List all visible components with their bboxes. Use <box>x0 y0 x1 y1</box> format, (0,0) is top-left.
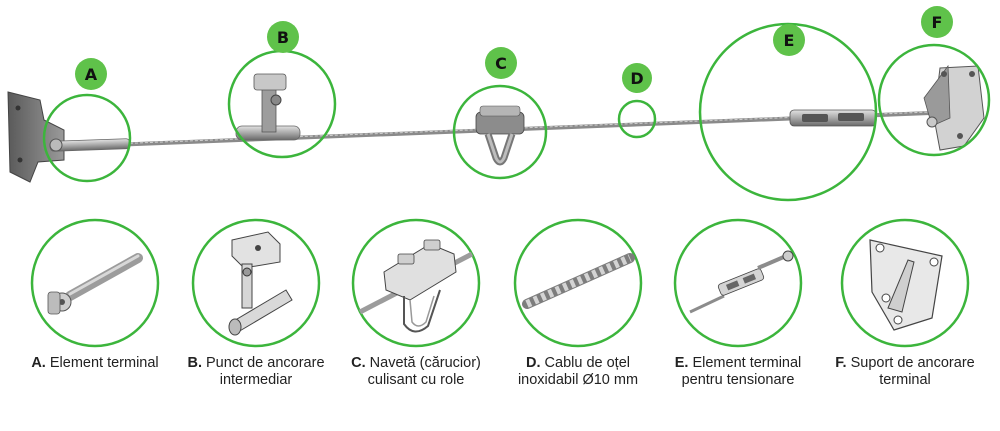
caption-c-letter: C. <box>351 355 366 371</box>
caption-d-text: Cablu de oțel inoxidabil Ø10 mm <box>517 355 639 388</box>
badge-d: D <box>622 63 652 93</box>
badge-e: E <box>773 24 805 56</box>
badge-f-label: F <box>932 13 943 32</box>
caption-e: E. Element terminal pentru tensionare <box>663 355 813 389</box>
badge-e-label: E <box>784 31 795 50</box>
callout-ring-f <box>877 43 991 157</box>
badge-d-label: D <box>630 69 643 88</box>
detail-shuttle <box>351 218 481 348</box>
detail-steel-cable <box>513 218 643 348</box>
caption-d: D. Cablu de oțel inoxidabil Ø10 mm <box>503 355 653 389</box>
top-assembly: A B C D E F <box>7 6 991 202</box>
callout-ring-e <box>698 22 878 202</box>
caption-f-text: Suport de ancorare terminal <box>850 355 975 388</box>
badge-c-label: C <box>495 54 507 73</box>
caption-e-letter: E. <box>674 355 689 371</box>
badge-a: A <box>75 58 107 90</box>
caption-f: F. Suport de ancorare terminal <box>830 355 980 389</box>
badge-f: F <box>921 6 953 38</box>
right-wall-bracket <box>923 64 985 151</box>
caption-e-text: Element terminal pentru tensionare <box>681 355 802 388</box>
detail-turnbuckle <box>673 218 803 348</box>
badge-a-label: A <box>85 65 98 84</box>
detail-intermediate-anchor <box>191 218 321 348</box>
callout-ring-d <box>617 99 657 139</box>
detail-terminal-element <box>30 218 160 348</box>
caption-c-text: Navetă (cărucior) culisant cu role <box>367 355 481 388</box>
caption-a: A. Element terminal <box>20 355 170 372</box>
callout-ring-b <box>227 49 337 159</box>
caption-d-letter: D. <box>526 355 541 371</box>
detail-circles <box>30 218 970 348</box>
caption-a-letter: A. <box>31 355 46 371</box>
caption-b-letter: B. <box>187 355 202 371</box>
badge-c: C <box>485 47 517 79</box>
caption-b-text: Punct de ancorare intermediar <box>206 355 325 388</box>
caption-c: C. Navetă (cărucior) culisant cu role <box>341 355 491 389</box>
detail-anchor-plate <box>840 218 970 348</box>
left-wall-bracket <box>7 91 131 183</box>
callout-ring-a <box>42 93 132 183</box>
shuttle-trolley <box>475 105 525 166</box>
badge-b-label: B <box>277 28 289 47</box>
badge-b: B <box>267 21 299 53</box>
caption-b: B. Punct de ancorare intermediar <box>181 355 331 389</box>
caption-a-text: Element terminal <box>49 355 159 371</box>
caption-f-letter: F. <box>835 355 847 371</box>
callout-ring-c <box>452 84 548 180</box>
intermediate-anchor <box>235 73 301 141</box>
turnbuckle <box>789 109 877 127</box>
